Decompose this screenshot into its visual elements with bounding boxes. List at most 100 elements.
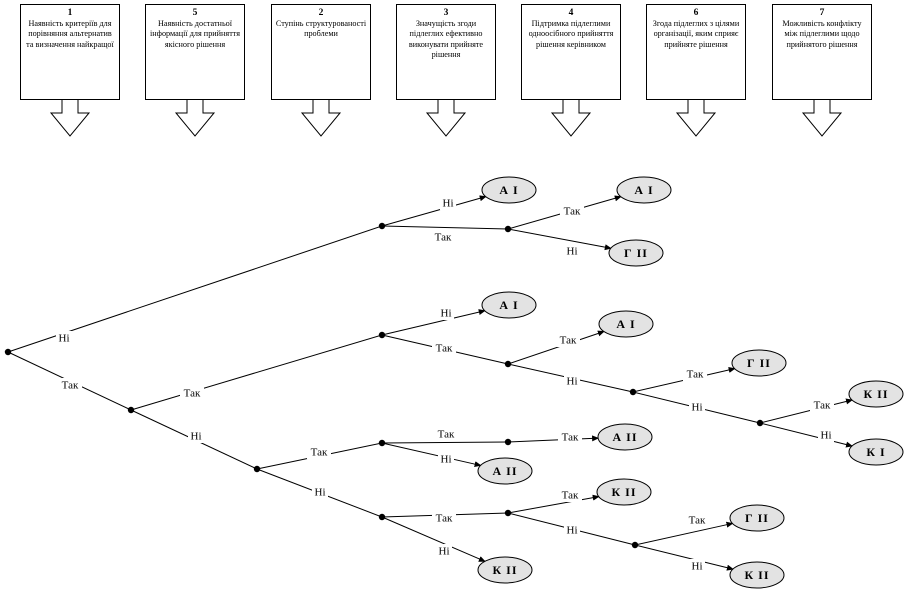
edge-label-bg (810, 398, 834, 412)
edge-label-bg (440, 196, 456, 210)
outcome-L13: К ІІ (477, 556, 533, 584)
edge-label-bg (558, 488, 582, 502)
tree-edge (381, 516, 486, 562)
outcome-label: А І (634, 183, 653, 197)
down-arrow-icon (550, 100, 592, 137)
criterion-number: 5 (192, 8, 198, 18)
outcome-ellipse (729, 561, 785, 589)
tree-edge (130, 334, 383, 411)
tree-edge (634, 544, 734, 571)
tree-edge (381, 441, 509, 444)
outcome-ellipse (729, 504, 785, 532)
criterion-number: 4 (568, 8, 574, 18)
edge-label: Ні (692, 561, 703, 573)
edge-label: Ні (441, 454, 452, 466)
outcome-ellipse (481, 176, 537, 204)
tree-edge (381, 195, 487, 227)
outcome-ellipse (477, 556, 533, 584)
outcome-label: Г ІІ (745, 511, 769, 525)
edge-label: Так (436, 343, 453, 355)
outcome-label: А ІІ (612, 430, 637, 444)
edge-label: Так (560, 335, 577, 347)
tree-edge (381, 309, 486, 336)
outcome-L3: Г ІІ (608, 239, 664, 267)
edge-label: Ні (692, 402, 703, 414)
edge-label-bg (436, 544, 452, 558)
edge-label: Так (564, 206, 581, 218)
criterion-number: 2 (318, 8, 324, 18)
down-arrow-icon (300, 100, 342, 137)
outcome-ellipse (597, 423, 653, 451)
edge-label-bg (434, 427, 458, 441)
edge-label: Так (562, 490, 579, 502)
outcome-label: Г ІІ (624, 246, 648, 260)
outcome-label: А І (616, 317, 635, 331)
down-arrow-icon (801, 100, 843, 137)
outcome-ellipse (848, 438, 904, 466)
tree-edge (381, 225, 509, 230)
edge-label-bg (432, 511, 456, 525)
edge-label-bg (56, 331, 72, 345)
edge-label: Ні (443, 198, 454, 210)
edge-label: Так (689, 515, 706, 527)
decision-node-n9 (504, 438, 512, 446)
edge-label-bg (558, 430, 582, 444)
outcome-ellipse (848, 380, 904, 408)
criterion-text: Наявність критеріїв для порівняння альте… (26, 19, 114, 49)
outcome-ellipse (481, 291, 537, 319)
tree-edge (507, 435, 600, 443)
decision-node-n7 (253, 465, 261, 473)
edge-label: Ні (567, 376, 578, 388)
tree-edge (507, 494, 600, 514)
outcome-L1: А І (481, 176, 537, 204)
criterion-text: Можливість конфлікту між підлеглими щодо… (782, 19, 862, 49)
edge-label-bg (564, 244, 580, 258)
edge-label: Так (438, 429, 455, 441)
outcome-ellipse (596, 478, 652, 506)
decision-node-n10 (378, 513, 386, 521)
outcome-L12: Г ІІ (729, 504, 785, 532)
decision-node-n5 (504, 360, 512, 368)
edge-label: Так (562, 432, 579, 444)
edge-label: Ні (439, 546, 450, 558)
edge-label-bg (188, 429, 204, 443)
nodes-layer (4, 222, 764, 549)
decision-node-n13 (756, 419, 764, 427)
edge-label-bg (58, 378, 82, 392)
down-arrow-icon (49, 100, 91, 137)
edge-label-bg (431, 230, 455, 244)
outcome-L10: А ІІ (477, 457, 533, 485)
edge-label-bg (556, 333, 580, 347)
edge-label-bg (564, 523, 580, 537)
down-arrow-icon (425, 100, 467, 137)
outcome-L7: К ІІ (848, 380, 904, 408)
edge-label: Ні (315, 487, 326, 499)
outcome-label: К І (866, 445, 885, 459)
outcome-L4: А І (481, 291, 537, 319)
criterion-number: 6 (693, 8, 699, 18)
criterion-number: 3 (443, 8, 449, 18)
edge-label: Так (184, 388, 201, 400)
outcome-L9: А ІІ (597, 423, 653, 451)
edge-label-bg (180, 386, 204, 400)
outcome-label: К ІІ (611, 485, 636, 499)
outcome-L6: Г ІІ (731, 349, 787, 377)
tree-edge (759, 398, 854, 424)
edge-label: Ні (59, 333, 70, 345)
outcome-label: К ІІ (744, 568, 769, 582)
outcome-ellipse (598, 310, 654, 338)
decision-node-n12 (631, 541, 639, 549)
criterion-text: Згода підлеглих з цілями організації, як… (652, 19, 740, 49)
decision-node-n4 (378, 331, 386, 339)
